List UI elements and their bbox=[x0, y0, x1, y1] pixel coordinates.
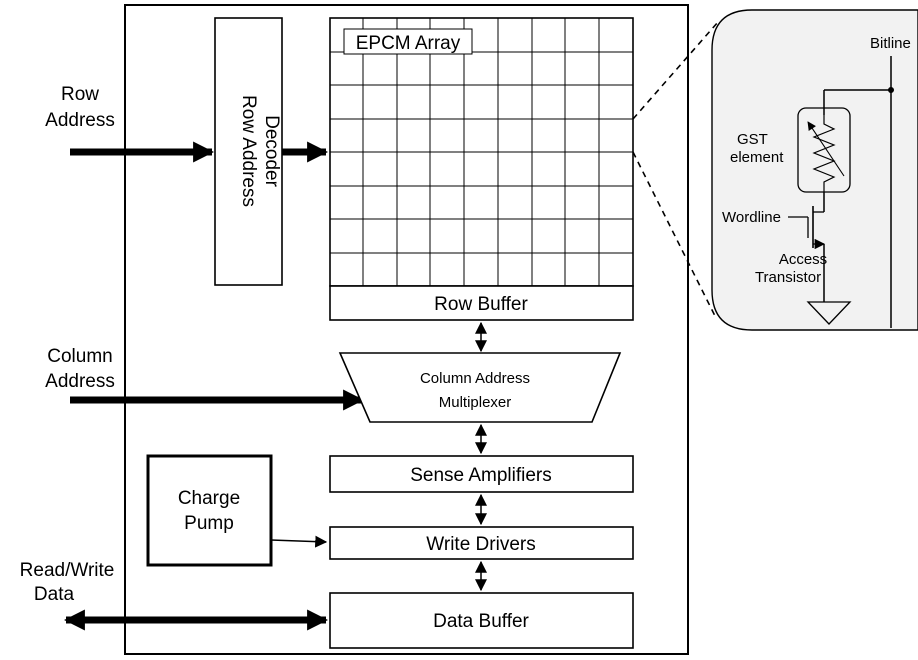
sense-amplifiers-box bbox=[329, 455, 634, 493]
column-mux-label-line1: Column Address bbox=[420, 370, 530, 387]
data-buffer-box bbox=[329, 592, 634, 649]
wordline-label: Wordline bbox=[722, 209, 781, 226]
ground-symbol bbox=[806, 301, 852, 325]
gst-resistor bbox=[812, 115, 836, 192]
row-address-label-line1: Row bbox=[61, 84, 99, 105]
bitline-label: Bitline bbox=[870, 35, 911, 52]
charge-pump-label-line2: Pump bbox=[184, 513, 234, 534]
zoom-line-top bbox=[632, 21, 719, 120]
rw-data-label-line2: Data bbox=[34, 584, 75, 605]
access-label-line1: Access bbox=[779, 251, 827, 268]
gst-label-line2: element bbox=[730, 149, 784, 166]
chip-boundary bbox=[124, 4, 689, 655]
column-mux-trapezoid bbox=[338, 352, 622, 423]
sense-amplifiers-label: Sense Amplifiers bbox=[410, 465, 552, 486]
epcm-array-title: EPCM Array bbox=[356, 33, 461, 54]
access-label-line2: Transistor bbox=[755, 269, 821, 286]
row-address-label-line2: Address bbox=[45, 110, 115, 131]
epcm-array-grid bbox=[329, 17, 634, 287]
zoom-line-bottom bbox=[632, 151, 717, 319]
row-buffer-box bbox=[329, 285, 634, 321]
gst-variable-arrow bbox=[807, 121, 845, 177]
gst-label-line1: GST bbox=[737, 131, 768, 148]
charge-pump-box bbox=[146, 454, 273, 567]
row-address-decoder-label-line2: Decoder bbox=[261, 115, 282, 187]
epcm-array-title-bg bbox=[343, 28, 473, 55]
row-buffer-label: Row Buffer bbox=[434, 294, 528, 315]
write-drivers-box bbox=[329, 526, 634, 560]
column-address-label-line2: Address bbox=[45, 371, 115, 392]
charge-pump-label-line1: Charge bbox=[178, 488, 240, 509]
rw-data-label-line1: Read/Write bbox=[20, 560, 115, 581]
cell-inset: Bitline GST element Wordline Access Tran… bbox=[711, 9, 918, 331]
row-address-decoder-label-line1: Row Address bbox=[238, 95, 259, 207]
column-address-label-line1: Column bbox=[47, 346, 112, 367]
data-buffer-label: Data Buffer bbox=[433, 611, 529, 632]
column-mux-label-line2: Multiplexer bbox=[439, 394, 512, 411]
row-address-decoder-box bbox=[214, 17, 283, 286]
pump-to-write-arrow bbox=[270, 535, 328, 548]
write-drivers-label: Write Drivers bbox=[426, 534, 535, 555]
